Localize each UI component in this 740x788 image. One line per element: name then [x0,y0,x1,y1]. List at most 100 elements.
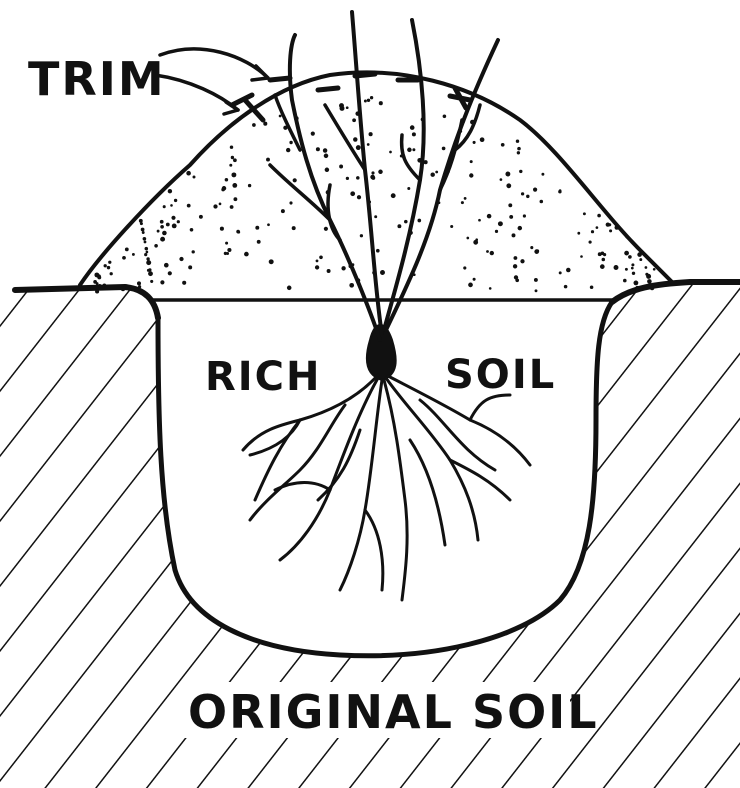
stipple-dot [327,269,331,273]
stipple-dot [653,268,656,271]
stipple-dot [160,237,165,242]
stipple-dot [170,204,173,207]
stipple-dot [193,176,196,179]
stipple-dot [182,281,186,285]
stipple-dot [533,188,537,192]
stipple-dot [541,173,544,176]
stipple-dot [628,255,632,259]
stipple-dot [225,242,228,245]
stipple-dot [142,231,145,234]
stipple-dot [266,158,270,162]
stipple-dot [583,212,586,215]
stipple-dot [190,228,194,232]
stipple-dot [498,221,503,226]
stipple-dot [526,195,529,198]
stipple-dot [623,279,627,283]
stipple-dot [143,237,147,241]
stipple-dot [600,264,605,269]
stipple-dot [637,252,642,257]
stipple-dot [514,256,518,260]
stipple-dot [244,252,249,257]
stipple-dot [379,101,383,105]
rich-soil-label-left: RICH [205,354,322,400]
stipple-dot [473,141,476,144]
stipple-dot [219,203,222,206]
stipple-dot [160,220,164,224]
stipple-dot [407,187,410,190]
stipple-dot [478,219,481,222]
stipple-dot [98,284,102,288]
stipple-dot [370,96,373,99]
stipple-dot [168,189,172,193]
stipple-dot [470,160,473,163]
stipple-dot [596,226,599,229]
stipple-dot [364,100,367,103]
stipple-dot [371,176,375,180]
stipple-dot [624,251,629,256]
stipple-dot [289,201,292,204]
stipple-dot [148,271,153,276]
stipple-dot [380,270,385,275]
stipple-dot [220,227,224,231]
stipple-dot [350,191,355,196]
stipple-dot [412,132,416,136]
stipple-dot [95,289,99,293]
stipple-dot [602,258,606,262]
stipple-dot [144,253,147,256]
stipple-dot [108,261,111,264]
stipple-dot [443,115,447,119]
stipple-dot [631,263,634,266]
stipple-dot [341,266,345,270]
stipple-dot [164,263,169,268]
stipple-dot [540,200,544,204]
stipple-dot [486,250,489,253]
stipple-dot [495,230,498,233]
stipple-dot [102,284,105,287]
stipple-dot [514,275,518,279]
stipple-dot [157,230,160,233]
stipple-dot [146,257,149,260]
stipple-dot [139,219,143,223]
stipple-dot [636,286,639,289]
stipple-dot [287,286,292,291]
stipple-dot [407,148,412,153]
stipple-dot [506,183,511,188]
stipple-dot [323,148,327,152]
stipple-dot [639,258,642,261]
stipple-dot [233,197,237,201]
stipple-dot [267,223,270,226]
stipple-dot [590,285,594,289]
stipple-dot [150,280,153,283]
original-soil-label: ORIGINAL SOIL [188,685,599,739]
stipple-dot [360,234,363,237]
stipple-dot [577,232,580,235]
stipple-dot [367,99,370,102]
stipple-dot [346,106,349,109]
stipple-dot [224,252,227,255]
stipple-dot [110,272,113,275]
stipple-dot [188,265,192,269]
stipple-dot [489,287,492,290]
stipple-dot [121,286,126,291]
stipple-dot [232,183,237,188]
stipple-dot [534,278,538,282]
stipple-dot [397,224,401,228]
stipple-dot [104,264,107,267]
stipple-dot [221,188,225,192]
stipple-dot [97,275,101,279]
stipple-dot [144,241,147,244]
stipple-dot [163,205,166,208]
stipple-dot [107,266,110,269]
stipple-dot [316,259,319,262]
stipple-dot [213,204,217,208]
stipple-dot [463,266,466,269]
stipple-dot [371,171,374,174]
stipple-dot [356,145,361,150]
stipple-dot [374,215,377,218]
stipple-dot [171,216,175,220]
stipple-dot [315,265,319,269]
stipple-dot [255,226,259,230]
stipple-dot [145,247,149,251]
stipple-dot [589,241,592,244]
stipple-dot [473,240,478,245]
